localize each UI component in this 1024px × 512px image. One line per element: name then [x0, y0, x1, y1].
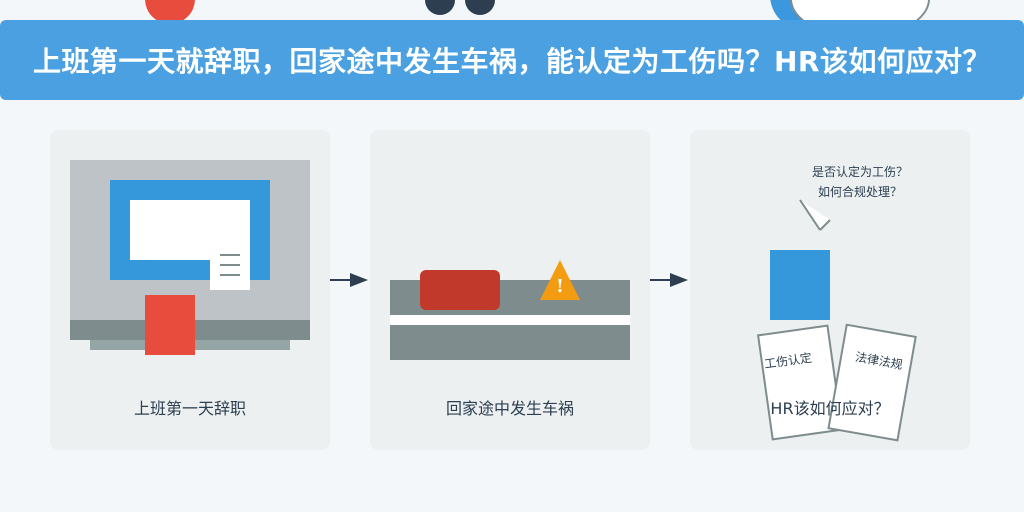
- step-caption: HR该如何应对？: [770, 399, 890, 418]
- decor-navy-circle: [425, 0, 455, 15]
- speech-bubble-icon: [800, 200, 830, 230]
- car-icon: [420, 270, 500, 310]
- warning-icon: !: [540, 260, 580, 300]
- title-banner: 上班第一天就辞职，回家途中发生车祸，能认定为工伤吗？HR该如何应对？: [0, 20, 1024, 100]
- person-icon: [145, 295, 195, 355]
- document-icon: [827, 323, 917, 442]
- hr-scene: [756, 199, 917, 442]
- step-panel-resign: 上班第一天辞职: [50, 130, 330, 450]
- office-scene: [70, 160, 310, 355]
- svg-text:!: !: [556, 276, 564, 297]
- decor-navy-circle: [465, 0, 495, 15]
- speech-bubble-line: 是否认定为工伤？: [811, 165, 908, 179]
- page-title: 上班第一天就辞职，回家途中发生车祸，能认定为工伤吗？HR该如何应对？: [33, 45, 991, 78]
- speech-bubble-line: 如何合规处理？: [817, 185, 902, 199]
- arrow-right-icon: [330, 273, 368, 287]
- document-icon: [210, 240, 250, 290]
- accident-scene: !: [390, 260, 630, 360]
- step-caption: 上班第一天辞职: [133, 399, 246, 418]
- arrow-right-icon: [650, 273, 688, 287]
- person-icon: [770, 250, 830, 320]
- step-panel-hr: 是否认定为工伤？ 如何合规处理？ 工伤认定 法律法规 HR该如何应对？: [690, 130, 970, 450]
- step-panel-accident: ! 回家途中发生车祸: [370, 130, 650, 450]
- document-icon: [756, 324, 844, 441]
- step-caption: 回家途中发生车祸: [445, 399, 574, 418]
